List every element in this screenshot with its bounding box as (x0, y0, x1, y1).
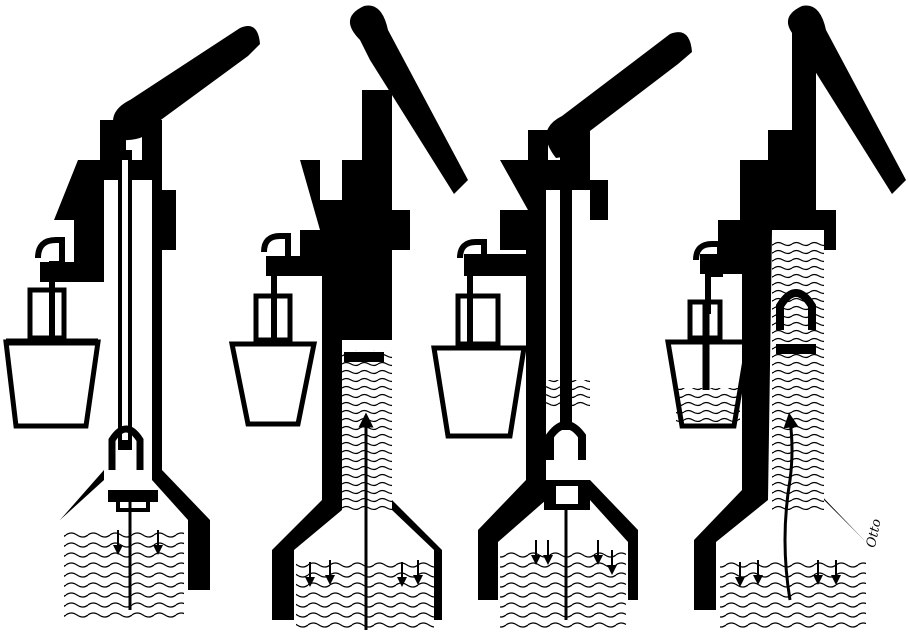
pump-panel-3 (434, 32, 692, 630)
handle-1 (113, 26, 260, 140)
well-water-3 (500, 550, 626, 630)
pump-panel-2 (232, 6, 468, 631)
pump-panel-1 (6, 26, 260, 620)
well-water-1 (64, 530, 184, 620)
bucket-water-4 (676, 388, 740, 422)
handle-3 (546, 32, 692, 158)
well-water-4 (720, 560, 866, 630)
chamber-water-4 (772, 240, 824, 510)
